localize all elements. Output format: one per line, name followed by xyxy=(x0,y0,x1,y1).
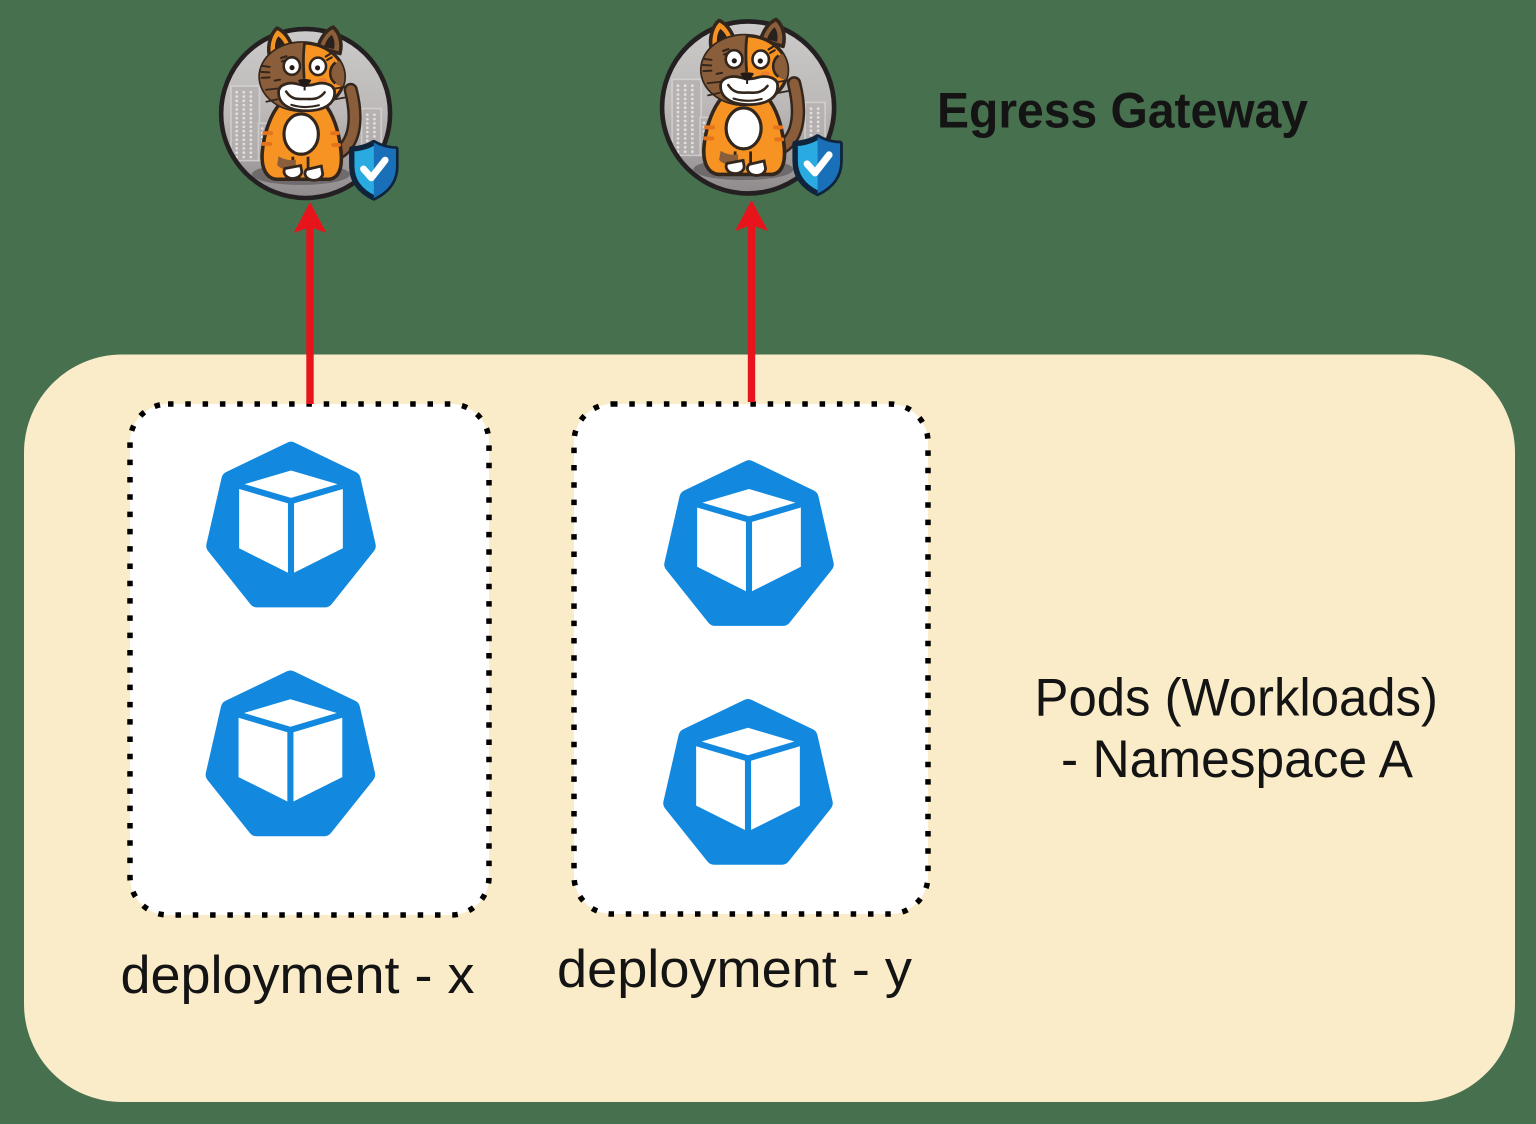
svg-text:deployment - y: deployment - y xyxy=(557,940,913,999)
svg-text:deployment - x: deployment - x xyxy=(121,946,475,1005)
svg-text:Pods (Workloads): Pods (Workloads) xyxy=(1035,669,1439,728)
svg-text:- Namespace A: - Namespace A xyxy=(1061,730,1414,789)
svg-text:Egress Gateway: Egress Gateway xyxy=(937,83,1308,139)
